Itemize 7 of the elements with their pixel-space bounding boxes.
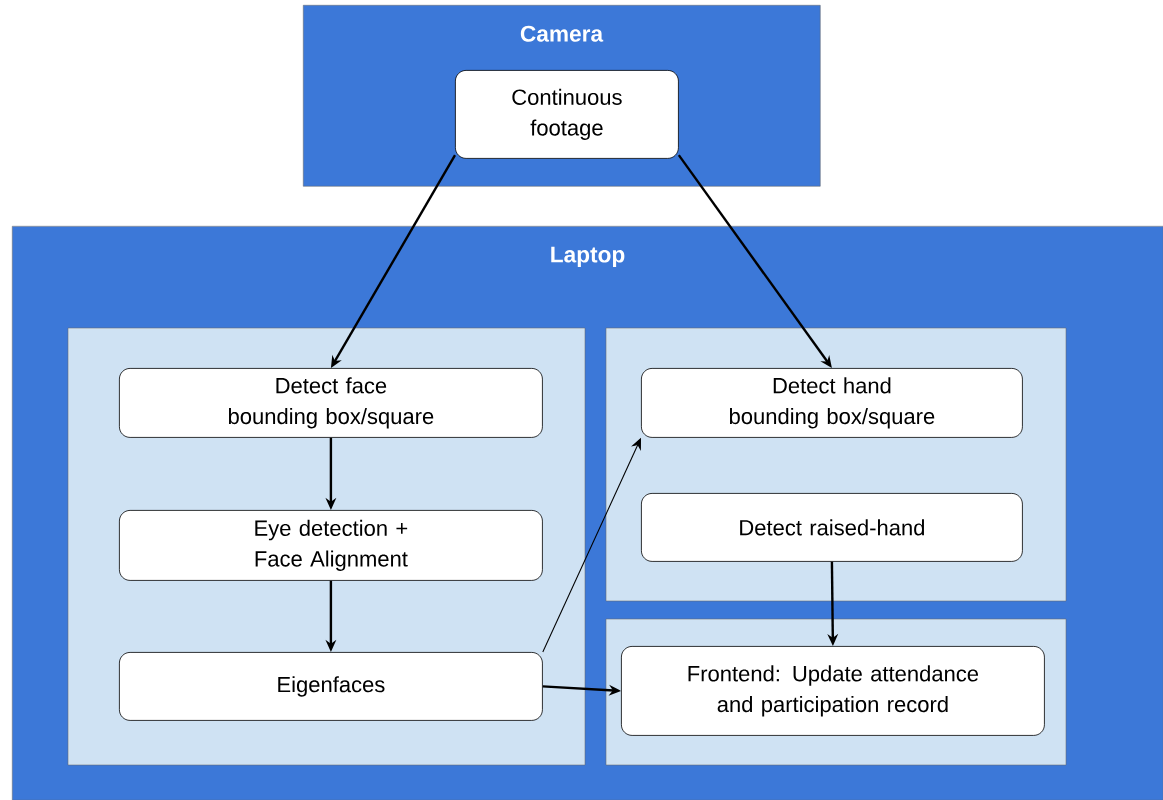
process-box: Detect hand bounding box/square: [641, 368, 1023, 438]
process-box: Eye detection + Face Alignment: [119, 510, 543, 581]
process-box: Frontend: Update attendance and participation record: [621, 646, 1045, 736]
process-box: Detect face bounding box/square: [119, 368, 543, 438]
process-box: Continuous footage: [455, 70, 679, 159]
process-box: Detect raised-hand: [641, 493, 1023, 562]
process-box: Eigenfaces: [119, 652, 543, 721]
